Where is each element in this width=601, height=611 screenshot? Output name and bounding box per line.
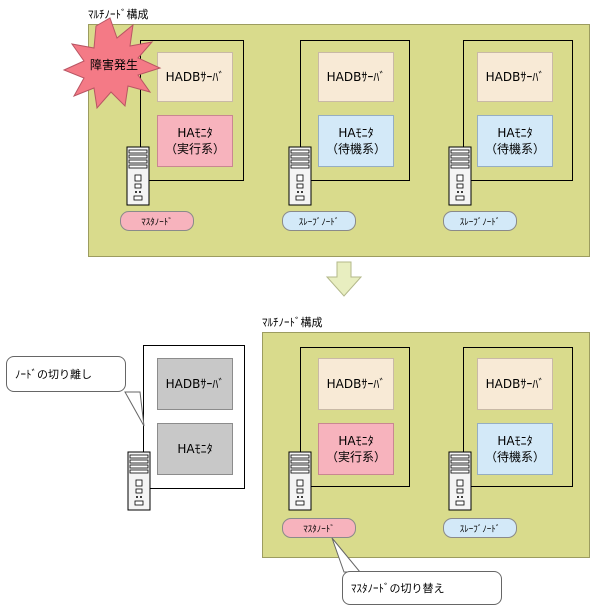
detached-monitor-label: HAﾓﾆﾀ [177, 442, 213, 456]
top-node3-server-icon [448, 146, 472, 206]
top-node3-name: ｽﾚｰﾌﾞﾉｰﾄﾞ [459, 217, 501, 228]
top-node1-master-label: ﾏｽﾀﾉｰﾄﾞ [120, 211, 194, 231]
bottom-node2-server-icon [448, 451, 472, 511]
bottom-node2-ha-monitor: HAﾓﾆﾀ （待機系） [477, 423, 553, 475]
bottom-node2-frame [463, 347, 573, 487]
bottom-node1-hadb-server-label: HADBｻｰﾊﾞ [326, 377, 386, 391]
top-node1-frame [140, 40, 244, 181]
bottom-node1-ha-monitor: HAﾓﾆﾀ （実行系） [318, 423, 394, 475]
switch-callout-tail [331, 537, 362, 573]
top-node1-monitor-role: （実行系） [164, 142, 225, 156]
top-node2-hadb-server-label: HADBｻｰﾊﾞ [326, 70, 386, 84]
top-node1-name: ﾏｽﾀﾉｰﾄﾞ [141, 217, 173, 228]
detached-node-frame [143, 345, 245, 489]
bottom-node2-name: ｽﾚｰﾌﾞﾉｰﾄﾞ [459, 524, 501, 535]
top-node3-frame [463, 40, 573, 181]
top-node1-monitor-label: HAﾓﾆﾀ [177, 126, 213, 140]
bottom-node1-name: ﾏｽﾀﾉｰﾄﾞ [303, 524, 335, 535]
top-node3-hadb-server: HADBｻｰﾊﾞ [477, 52, 553, 102]
top-node1-server-icon [126, 146, 150, 206]
top-node2-ha-monitor: HAﾓﾆﾀ （待機系） [318, 115, 394, 167]
bottom-node1-monitor-role: （実行系） [325, 450, 386, 464]
detach-callout-text: ﾉｰﾄﾞの切り離し [15, 368, 92, 381]
detach-callout-tail [124, 391, 145, 427]
top-node1-ha-monitor: HAﾓﾆﾀ （実行系） [157, 115, 233, 167]
top-node2-name: ｽﾚｰﾌﾞﾉｰﾄﾞ [298, 217, 340, 228]
bottom-node2-slave-label: ｽﾚｰﾌﾞﾉｰﾄﾞ [443, 518, 517, 538]
bottom-node1-master-label: ﾏｽﾀﾉｰﾄﾞ [282, 518, 356, 538]
bottom-node1-frame [300, 347, 410, 487]
bottom-node2-hadb-server: HADBｻｰﾊﾞ [477, 358, 553, 410]
top-node2-monitor-role: （待機系） [325, 142, 386, 156]
bottom-node2-monitor-role: （待機系） [484, 450, 545, 464]
down-arrow-icon [325, 261, 363, 297]
detached-ha-monitor: HAﾓﾆﾀ [157, 423, 233, 475]
top-node1-hadb-server: HADBｻｰﾊﾞ [157, 52, 233, 102]
top-panel-title: ﾏﾙﾁﾉｰﾄﾞ構成 [88, 8, 149, 21]
bottom-node1-hadb-server: HADBｻｰﾊﾞ [318, 358, 394, 410]
detached-hadb-server-label: HADBｻｰﾊﾞ [165, 377, 225, 391]
top-node3-slave-label: ｽﾚｰﾌﾞﾉｰﾄﾞ [443, 211, 517, 231]
top-node2-slave-label: ｽﾚｰﾌﾞﾉｰﾄﾞ [282, 211, 356, 231]
detached-server-icon [127, 451, 151, 511]
fault-burst-icon [62, 17, 162, 110]
top-node3-ha-monitor: HAﾓﾆﾀ （待機系） [477, 115, 553, 167]
bottom-node2-monitor-label: HAﾓﾆﾀ [497, 434, 533, 448]
bottom-node1-server-icon [288, 451, 312, 511]
master-switch-callout: ﾏｽﾀﾉｰﾄﾞの切り替え [342, 571, 502, 605]
bottom-panel-title: ﾏﾙﾁﾉｰﾄﾞ構成 [262, 316, 323, 329]
top-node3-monitor-label: HAﾓﾆﾀ [497, 126, 533, 140]
detached-hadb-server: HADBｻｰﾊﾞ [157, 358, 233, 410]
bottom-node2-hadb-server-label: HADBｻｰﾊﾞ [485, 377, 545, 391]
top-node1-hadb-server-label: HADBｻｰﾊﾞ [165, 70, 225, 84]
detach-callout: ﾉｰﾄﾞの切り離し [6, 356, 126, 392]
top-node2-frame [300, 40, 410, 181]
top-node3-hadb-server-label: HADBｻｰﾊﾞ [485, 70, 545, 84]
top-node2-monitor-label: HAﾓﾆﾀ [338, 126, 374, 140]
master-switch-callout-text: ﾏｽﾀﾉｰﾄﾞの切り替え [351, 582, 445, 595]
top-node2-server-icon [288, 146, 312, 206]
fault-label: 障害発生 [89, 58, 138, 72]
top-node2-hadb-server: HADBｻｰﾊﾞ [318, 52, 394, 102]
bottom-node1-monitor-label: HAﾓﾆﾀ [338, 434, 374, 448]
top-node3-monitor-role: （待機系） [484, 142, 545, 156]
